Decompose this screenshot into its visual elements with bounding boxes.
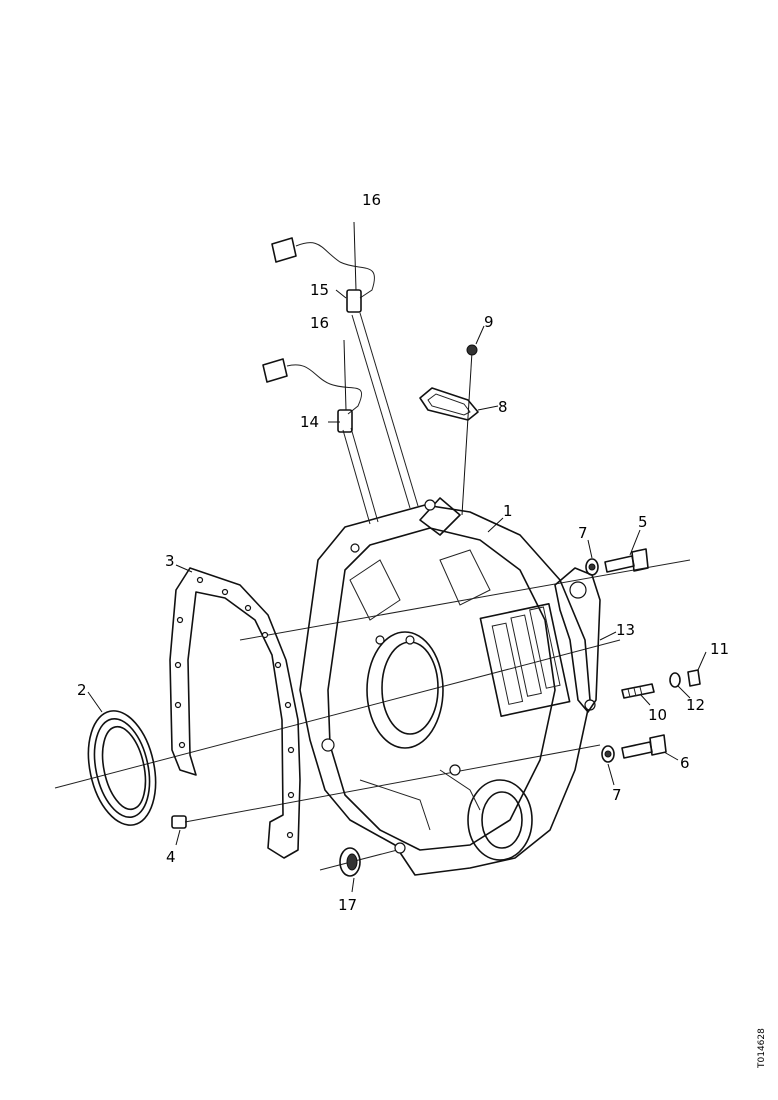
callout-17: 17 xyxy=(338,896,357,914)
dowel-pin-4 xyxy=(171,815,187,829)
callout-7-top: 7 xyxy=(578,524,588,542)
callout-14: 14 xyxy=(300,413,319,431)
flywheel-housing xyxy=(299,497,596,876)
callout-8: 8 xyxy=(498,398,508,416)
callout-1: 1 xyxy=(503,502,513,520)
cover-8 xyxy=(419,344,479,516)
bolt-6 xyxy=(601,734,667,763)
document-id: T014628 xyxy=(757,1028,767,1069)
callout-13: 13 xyxy=(616,621,635,639)
callout-15: 15 xyxy=(310,281,329,299)
callout-6: 6 xyxy=(680,754,690,772)
callout-10: 10 xyxy=(648,706,667,724)
seal-ring-2 xyxy=(87,710,157,826)
callout-7-bottom: 7 xyxy=(612,786,622,804)
callout-16-top: 16 xyxy=(362,191,381,209)
bracket-13 xyxy=(554,567,601,713)
callout-11: 11 xyxy=(710,640,729,658)
plug-17 xyxy=(339,847,361,877)
leader-lines xyxy=(87,289,707,893)
callout-3: 3 xyxy=(165,552,175,570)
bolt-5 xyxy=(585,548,649,576)
callout-2: 2 xyxy=(77,681,87,699)
callout-5: 5 xyxy=(638,513,648,531)
sensor-harness xyxy=(262,221,419,525)
callout-16-middle: 16 xyxy=(310,314,329,332)
center-lines xyxy=(54,559,691,871)
gasket-3 xyxy=(169,567,301,859)
callout-4: 4 xyxy=(166,848,176,866)
callout-9: 9 xyxy=(484,313,494,331)
callout-12: 12 xyxy=(686,696,705,714)
stud-nut-washer xyxy=(621,669,701,699)
